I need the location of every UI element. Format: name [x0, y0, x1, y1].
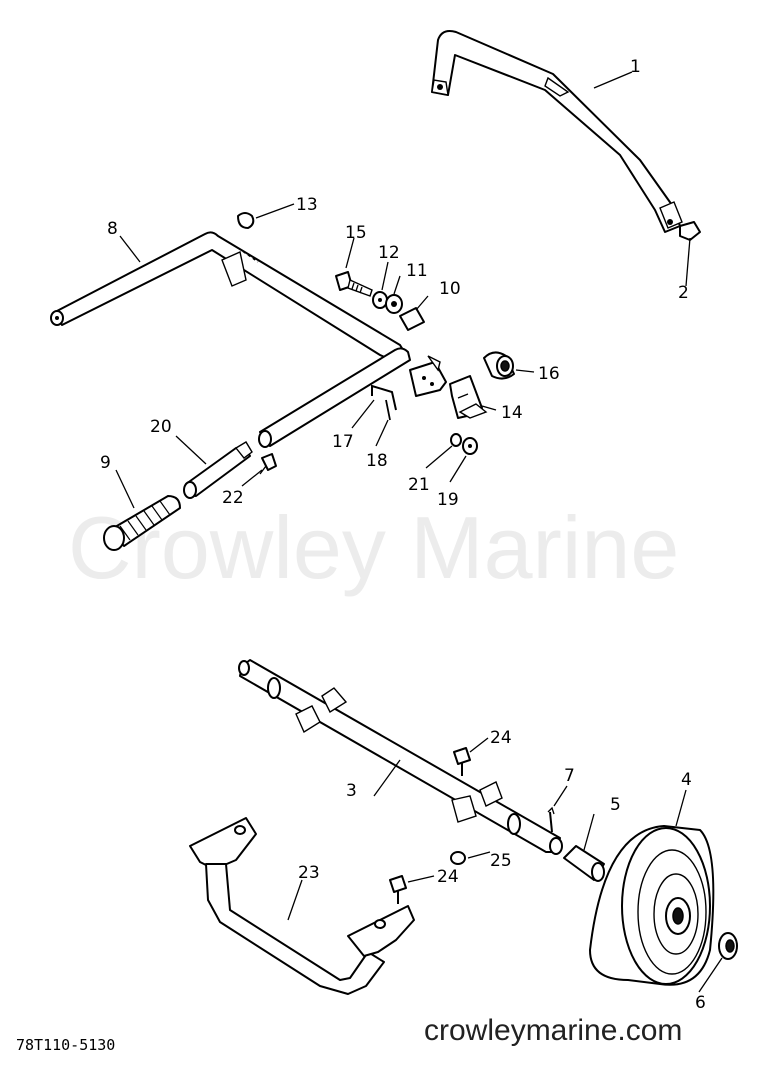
callout-13: 13 [296, 195, 318, 215]
part-9-grip [103, 495, 181, 551]
part-20-sleeve [183, 441, 253, 499]
part-12-washer [372, 291, 388, 309]
callout-24-upper: 24 [490, 728, 512, 748]
callout-labels: 1 2 3 4 5 6 7 8 9 10 11 12 13 14 15 16 1… [100, 57, 706, 1013]
part-15-bolt [335, 271, 373, 297]
callout-8: 8 [107, 219, 118, 239]
footer-url[interactable]: crowleymarine.com [424, 1014, 682, 1047]
part-17-pin [371, 384, 397, 411]
part-16-bushing [483, 351, 515, 380]
part-1-handle [431, 30, 683, 233]
callout-15: 15 [345, 223, 367, 243]
part-2-bolt [679, 221, 701, 241]
part-25-nut [450, 851, 466, 865]
callout-9: 9 [100, 453, 111, 473]
callout-17: 17 [332, 432, 354, 452]
part-22-screw [259, 453, 277, 475]
callout-4: 4 [681, 770, 692, 790]
callout-14: 14 [501, 403, 523, 423]
part-bracket-plate [409, 355, 447, 397]
part-3-shaft [238, 659, 563, 855]
callout-23: 23 [298, 863, 320, 883]
part-21-washer [450, 433, 462, 447]
callout-10: 10 [439, 279, 461, 299]
callout-2: 2 [678, 283, 689, 303]
callout-7: 7 [564, 766, 575, 786]
callout-5: 5 [610, 795, 621, 815]
leader-lines [115, 71, 723, 993]
part-19-nut [462, 437, 478, 455]
callout-19: 19 [437, 490, 459, 510]
part-11-washer [385, 294, 403, 314]
callout-6: 6 [695, 993, 706, 1013]
part-8-bar [50, 231, 411, 448]
callout-21: 21 [408, 475, 430, 495]
part-18-clip [385, 399, 391, 421]
part-10-collar [399, 307, 425, 331]
part-6-cap [718, 932, 738, 960]
part-14-bracket [449, 375, 488, 419]
part-13-nut [237, 212, 255, 229]
part-4-wheel [589, 825, 715, 986]
callout-12: 12 [378, 243, 400, 263]
callout-1: 1 [630, 57, 641, 77]
part-5-spacer [563, 845, 605, 882]
callout-3: 3 [346, 781, 357, 801]
callout-11: 11 [406, 261, 428, 281]
part-23-stand [189, 817, 415, 995]
callout-18: 18 [366, 451, 388, 471]
callout-25: 25 [490, 851, 512, 871]
callout-20: 20 [150, 417, 172, 437]
drawing-code: 78T110-5130 [16, 1036, 115, 1054]
part-24-screw-lower [389, 875, 407, 904]
callout-24-lower: 24 [437, 867, 459, 887]
part-7-pin [547, 806, 555, 833]
callout-16: 16 [538, 364, 560, 384]
callout-22: 22 [222, 488, 244, 508]
part-24-screw-upper [453, 747, 471, 776]
